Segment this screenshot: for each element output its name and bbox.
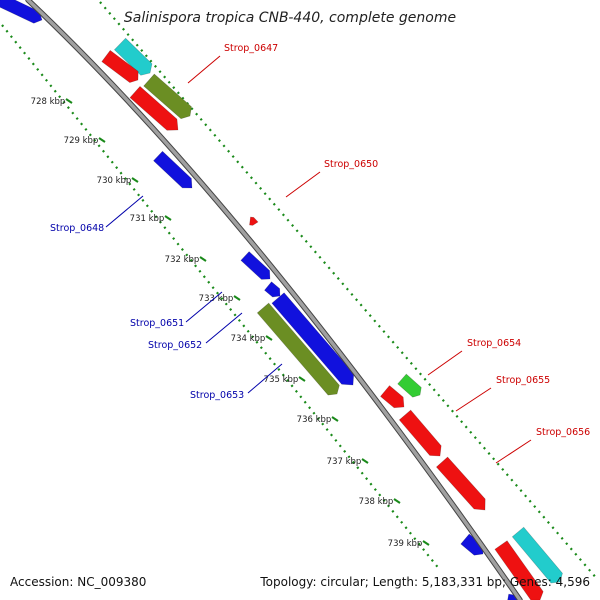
- gene-olive-0653[interactable]: [256, 302, 340, 396]
- gene-leader-line: [285, 171, 321, 198]
- map-title: Salinispora tropica CNB-440, complete ge…: [124, 10, 456, 26]
- gene-red-0650[interactable]: [249, 216, 259, 226]
- kbp-tick-label: 739 kbp: [388, 539, 423, 549]
- kbp-tick-label: 731 kbp: [130, 214, 165, 224]
- gene-leader-line: [205, 312, 243, 344]
- gene-label-strop_0653[interactable]: Strop_0653: [190, 390, 244, 401]
- accession-text: Accession: NC_009380: [10, 575, 146, 589]
- gene-label-strop_0651[interactable]: Strop_0651: [130, 318, 184, 329]
- kbp-tick-mark: [393, 498, 401, 504]
- gene-blue-0648[interactable]: [153, 150, 193, 189]
- gene-olive-top[interactable]: [143, 73, 192, 120]
- gene-top-left-blue[interactable]: [0, 0, 43, 24]
- kbp-tick-label: 729 kbp: [64, 136, 99, 146]
- kbp-tick-label: 735 kbp: [264, 375, 299, 385]
- gene-leader-line: [247, 363, 283, 394]
- gene-blue-large[interactable]: [271, 292, 355, 386]
- gene-green-0654[interactable]: [397, 373, 422, 398]
- kbp-tick-mark: [65, 98, 73, 104]
- kbp-tick-label: 737 kbp: [327, 457, 362, 467]
- kbp-tick-mark: [199, 256, 207, 262]
- gene-label-strop_0648[interactable]: Strop_0648: [50, 223, 104, 234]
- gene-blue-0651[interactable]: [240, 251, 271, 280]
- kbp-tick-label: 730 kbp: [97, 176, 132, 186]
- gene-leader-line: [105, 195, 144, 228]
- kbp-tick-mark: [164, 215, 172, 221]
- gene-label-strop_0650[interactable]: Strop_0650: [324, 159, 378, 170]
- gene-leader-line: [455, 387, 492, 412]
- gene-red-0656[interactable]: [435, 456, 486, 511]
- gene-red-top-a[interactable]: [101, 49, 139, 83]
- kbp-tick-mark: [331, 416, 339, 422]
- kbp-tick-label: 736 kbp: [297, 415, 332, 425]
- genome-backbone-highlight: [26, 0, 522, 600]
- gene-red-top-b[interactable]: [129, 85, 179, 131]
- kbp-tick-mark: [298, 376, 306, 382]
- gene-red-bottom[interactable]: [494, 540, 544, 600]
- kbp-tick-label: 732 kbp: [165, 255, 200, 265]
- outer-dotted-track: [99, 1, 599, 581]
- gene-red-0655b[interactable]: [398, 409, 442, 457]
- gene-blue-0652[interactable]: [264, 281, 281, 298]
- kbp-tick-label: 734 kbp: [231, 334, 266, 344]
- kbp-tick-label: 738 kbp: [359, 497, 394, 507]
- kbp-tick-mark: [265, 335, 273, 341]
- gene-labels: Strop_0647Strop_0650Strop_0654Strop_0655…: [50, 43, 590, 464]
- gene-leader-line: [427, 350, 463, 376]
- kbp-tick-mark: [422, 540, 430, 546]
- gene-red-0655a[interactable]: [380, 385, 405, 409]
- kbp-tick-mark: [131, 177, 139, 183]
- gene-leader-line: [187, 55, 221, 84]
- gene-label-strop_0655[interactable]: Strop_0655: [496, 375, 550, 386]
- gene-leader-line: [495, 439, 532, 464]
- gene-label-strop_0654[interactable]: Strop_0654: [467, 338, 521, 349]
- kbp-ticks: 728 kbp 729 kbp 730 kbp 731 kbp 732 kbp 733 k…: [31, 97, 430, 549]
- gene-label-strop_0656[interactable]: Strop_0656: [536, 427, 590, 438]
- kbp-tick-label: 733 kbp: [199, 294, 234, 304]
- kbp-tick-mark: [98, 137, 106, 143]
- kbp-tick-mark: [361, 458, 369, 464]
- gene-arrows: [0, 0, 563, 600]
- kbp-tick-label: 728 kbp: [31, 97, 66, 107]
- gene-label-strop_0647[interactable]: Strop_0647: [224, 43, 278, 54]
- genome-backbone: [25, 0, 523, 600]
- gene-cyan-bottom[interactable]: [511, 526, 563, 584]
- gene-leader-line: [185, 291, 223, 323]
- kbp-tick-mark: [233, 295, 241, 301]
- gene-label-strop_0652[interactable]: Strop_0652: [148, 340, 202, 351]
- inner-dotted-track: [1, 24, 441, 571]
- topology-text: Topology: circular; Length: 5,183,331 bp…: [259, 575, 590, 589]
